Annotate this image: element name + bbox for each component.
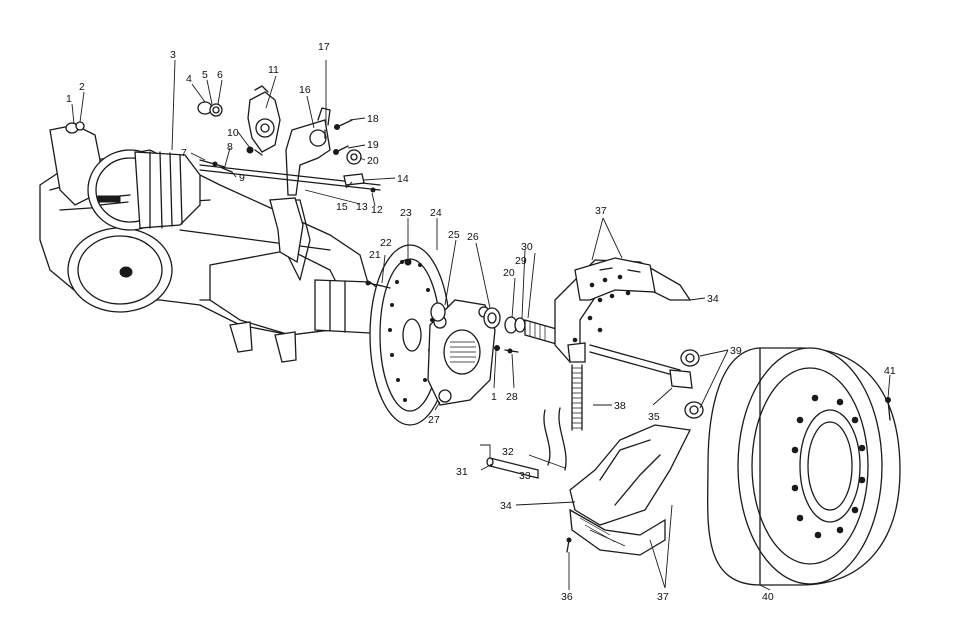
label-28: 28	[506, 391, 518, 403]
label-31: 31	[456, 466, 468, 478]
label-40: 40	[762, 591, 774, 603]
label-33: 33	[519, 470, 531, 482]
label-36: 36	[561, 591, 573, 603]
label-24: 24	[430, 207, 442, 219]
label-37: 37	[657, 591, 669, 603]
label-20: 20	[503, 267, 515, 279]
label-16: 16	[299, 84, 311, 96]
label-18: 18	[367, 113, 379, 125]
label-29: 29	[515, 255, 527, 267]
label-26: 26	[467, 231, 479, 243]
shoe-springs	[543, 407, 567, 471]
label-9: 9	[239, 172, 245, 184]
label-17: 17	[318, 41, 330, 53]
label-10: 10	[227, 127, 239, 139]
label-34: 34	[707, 293, 719, 305]
lower-brake-shoe	[566, 424, 691, 556]
label-4: 4	[186, 73, 192, 85]
label-35: 35	[648, 411, 660, 423]
part-labels: 1 2 3 4 5 6 7 8 9 10 11 12 13 14 15 16 1…	[66, 41, 896, 603]
anchor-pin	[589, 344, 704, 419]
leader-lines	[71, 59, 891, 591]
label-3: 3	[170, 49, 176, 61]
label-20: 20	[367, 155, 379, 167]
label-2: 2	[79, 81, 85, 93]
spider-bolts	[494, 345, 519, 354]
axle-end-disc	[67, 227, 173, 313]
backing-plate-bolts	[365, 258, 412, 289]
slack-adjuster	[247, 85, 281, 153]
label-34: 34	[500, 500, 512, 512]
label-12: 12	[371, 204, 383, 216]
label-41: 41	[884, 365, 896, 377]
s-camshaft	[504, 316, 561, 346]
roller-pin	[486, 457, 539, 479]
label-13: 13	[356, 201, 368, 213]
label-15: 15	[336, 201, 348, 213]
label-1: 1	[66, 93, 72, 105]
label-22: 22	[380, 237, 392, 249]
label-30: 30	[521, 241, 533, 253]
label-21: 21	[369, 249, 381, 261]
label-5: 5	[202, 69, 208, 81]
upper-brake-shoe	[554, 257, 692, 363]
label-39: 39	[730, 345, 742, 357]
label-37: 37	[595, 205, 607, 217]
label-25: 25	[448, 229, 460, 241]
brake-drum	[706, 347, 901, 586]
label-8: 8	[227, 141, 233, 153]
label-11: 11	[268, 64, 279, 76]
label-14: 14	[397, 173, 409, 185]
camshaft-seals	[430, 302, 501, 329]
label-19: 19	[367, 139, 379, 151]
brake-chamber	[49, 124, 201, 231]
label-38: 38	[614, 400, 626, 412]
label-7: 7	[181, 147, 187, 159]
drum-screw	[885, 397, 891, 421]
label-6: 6	[217, 69, 223, 81]
label-32: 32	[502, 446, 514, 458]
label-27: 27	[428, 414, 440, 426]
label-1: 1	[491, 391, 497, 403]
label-23: 23	[400, 207, 412, 219]
return-spring	[571, 364, 583, 431]
